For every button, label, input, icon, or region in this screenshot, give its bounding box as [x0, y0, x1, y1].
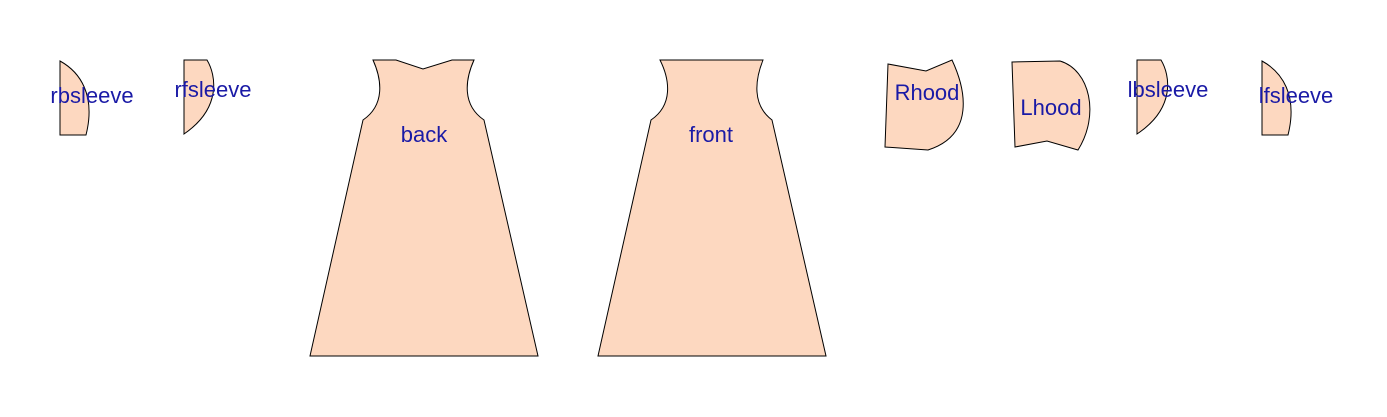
- piece-rbsleeve-label: rbsleeve: [50, 83, 133, 108]
- piece-lfsleeve-label: lfsleeve: [1259, 83, 1334, 108]
- piece-front: front: [597, 59, 827, 357]
- piece-rbsleeve: rbsleeve: [50, 60, 134, 136]
- piece-back: back: [309, 59, 539, 357]
- piece-lhood: Lhood: [1011, 60, 1091, 151]
- piece-front-label: front: [689, 122, 733, 147]
- piece-rfsleeve: rfsleeve: [174, 59, 252, 135]
- piece-lhood-shape: [1011, 60, 1091, 151]
- piece-rhood-shape: [884, 59, 964, 151]
- piece-lbsleeve-label: lbsleeve: [1128, 77, 1209, 102]
- piece-lfsleeve: lfsleeve: [1259, 60, 1334, 136]
- piece-lhood-label: Lhood: [1020, 95, 1081, 120]
- piece-lbsleeve: lbsleeve: [1128, 59, 1209, 135]
- piece-rfsleeve-shape: [183, 59, 215, 135]
- piece-front-shape: [597, 59, 827, 357]
- piece-back-shape: [309, 59, 539, 357]
- piece-lbsleeve-shape: [1136, 59, 1169, 135]
- piece-rfsleeve-label: rfsleeve: [174, 77, 251, 102]
- piece-rhood: Rhood: [884, 59, 964, 151]
- piece-back-label: back: [401, 122, 448, 147]
- piece-lfsleeve-shape: [1261, 60, 1292, 136]
- piece-rbsleeve-shape: [59, 60, 90, 136]
- piece-rhood-label: Rhood: [895, 80, 960, 105]
